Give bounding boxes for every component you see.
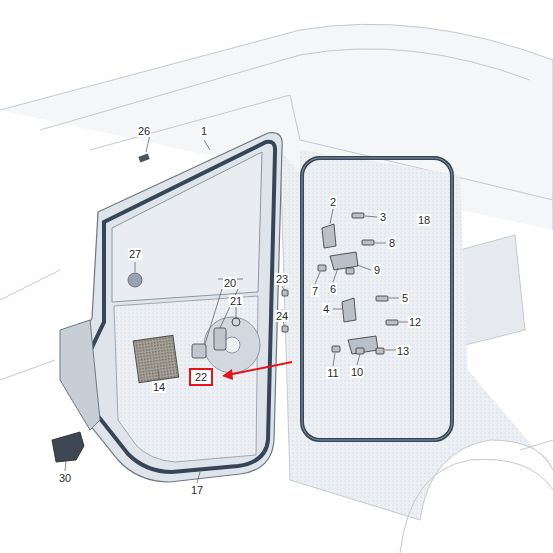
callout-number: 5 [401,292,409,304]
callout-number: 8 [388,237,396,249]
callout-number: 1 [200,125,208,137]
callout-number: 4 [322,303,330,315]
check-strap [52,432,84,462]
callout-number: 14 [152,381,166,393]
rear-door [60,133,282,482]
callout-number: 7 [311,285,319,297]
callout-number: 22 [195,371,207,383]
callout-number: 24 [275,310,289,322]
callout-number: 13 [396,345,410,357]
callout-number: 23 [275,273,289,285]
callout-number: 10 [350,366,364,378]
highlight-callout-box: 22 [189,368,213,386]
callout-number: 2 [329,196,337,208]
callout-number: 27 [128,248,142,260]
pointer-arrow [228,362,292,375]
hinges [282,213,398,354]
callout-number: 12 [408,316,422,328]
body-seal [302,158,452,440]
body-seal-highlight [302,158,452,440]
callout-number: 21 [229,295,243,307]
pointer-arrowhead [222,369,233,380]
callout-number: 20 [223,277,237,289]
callout-number: 6 [329,283,337,295]
callout-number: 3 [379,211,387,223]
car-body [0,24,553,553]
callout-number: 11 [326,367,339,379]
callout-number: 30 [58,472,72,484]
callout-number: 17 [190,484,204,496]
callout-number: 26 [137,125,151,137]
callout-number: 9 [373,264,381,276]
callout-number: 18 [417,214,431,226]
leader-lines [65,135,409,483]
